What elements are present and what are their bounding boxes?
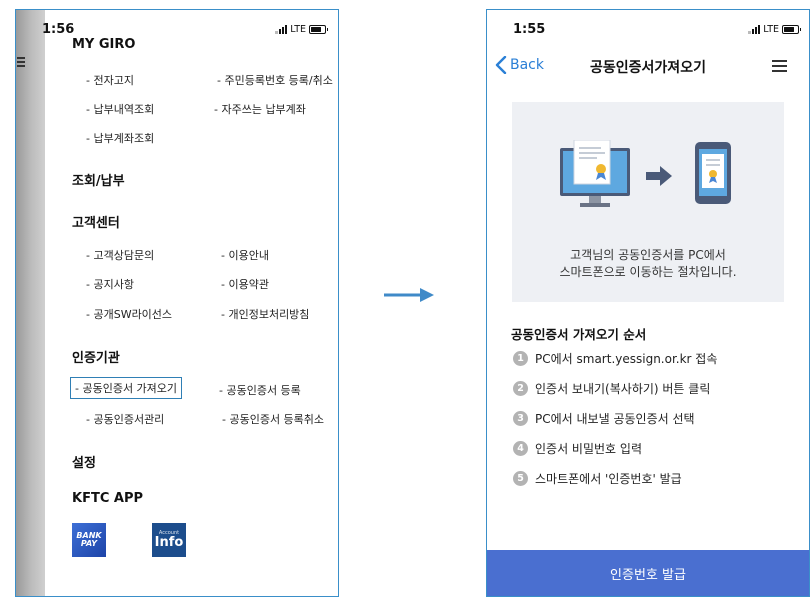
right-arrow-icon xyxy=(384,288,434,302)
menu-item-usage-guide[interactable]: - 이용안내 xyxy=(221,249,269,262)
step-number: 1 xyxy=(513,351,528,366)
step-text: 인증서 비밀번호 입력 xyxy=(535,442,642,456)
section-title-settings[interactable]: 설정 xyxy=(72,456,96,471)
menu-item-account-lookup[interactable]: - 납부계좌조회 xyxy=(86,132,155,145)
menu-item-payment-history[interactable]: - 납부내역조회 xyxy=(86,103,155,116)
accountinfo-main-label: Info xyxy=(154,535,184,550)
step-number: 4 xyxy=(513,441,528,456)
menu-item-notices[interactable]: - 공지사항 xyxy=(86,278,134,291)
step-item: 3 PC에서 내보낼 공동인증서 선택 xyxy=(513,410,695,427)
issue-auth-number-button[interactable]: 인증번호 발급 xyxy=(487,550,809,596)
step-item: 1 PC에서 smart.yessign.or.kr 접속 xyxy=(513,350,717,367)
accountinfo-app-icon[interactable]: Account Info xyxy=(152,523,186,557)
battery-icon xyxy=(309,25,328,34)
status-time: 1:55 xyxy=(513,22,546,37)
back-label: Back xyxy=(510,57,544,73)
step-text: 인증서 보내기(복사하기) 버튼 클릭 xyxy=(535,382,711,396)
right-phone-screen: 1:55 LTE Back 공동인증서가져오기 xyxy=(486,9,810,597)
section-title-kftc-app: KFTC APP xyxy=(72,491,144,506)
illustration-text-line-1: 고객님의 공동인증서를 PC에서 xyxy=(570,248,726,262)
section-title-certificate-authority: 인증기관 xyxy=(72,351,120,366)
menu-item-privacy-policy[interactable]: - 개인정보처리방침 xyxy=(221,308,310,321)
page-title: 공동인증서가져오기 xyxy=(590,60,706,76)
menu-item-open-source-license[interactable]: - 공개SW라이선스 xyxy=(86,308,173,321)
menu-item-import-certificate[interactable]: - 공동인증서 가져오기 xyxy=(70,377,183,399)
menu-item-unregister-certificate[interactable]: - 공동인증서 등록취소 xyxy=(222,413,325,426)
step-text: PC에서 내보낼 공동인증서 선택 xyxy=(535,412,695,426)
menu-item-resident-number[interactable]: - 주민등록번호 등록/취소 xyxy=(217,74,333,87)
menu-item-terms[interactable]: - 이용약관 xyxy=(221,278,269,291)
step-number: 5 xyxy=(513,471,528,486)
back-button[interactable]: Back xyxy=(495,56,544,74)
menu-item-manage-certificate[interactable]: - 공동인증서관리 xyxy=(86,413,165,426)
menu-icon[interactable] xyxy=(17,57,25,67)
network-label: LTE xyxy=(763,24,779,35)
step-number: 2 xyxy=(513,381,528,396)
menu-item-customer-inquiry[interactable]: - 고객상담문의 xyxy=(86,249,155,262)
illustration-text-line-2: 스마트폰으로 이동하는 절차입니다. xyxy=(559,265,737,279)
signal-icon xyxy=(748,25,761,34)
status-icons: LTE xyxy=(275,24,328,35)
step-item: 4 인증서 비밀번호 입력 xyxy=(513,440,642,457)
chevron-left-icon xyxy=(495,56,507,74)
section-title-my-giro: MY GIRO xyxy=(72,37,136,52)
accountinfo-top-label: Account xyxy=(158,530,180,536)
pc-to-phone-illustration xyxy=(560,140,731,207)
navigation-bar: Back 공동인증서가져오기 xyxy=(487,52,809,82)
battery-icon xyxy=(782,25,801,34)
network-label: LTE xyxy=(290,24,306,35)
section-title-customer-center: 고객센터 xyxy=(72,216,120,231)
status-time: 1:56 xyxy=(42,22,75,37)
illustration-description: 고객님의 공동인증서를 PC에서 스마트폰으로 이동하는 절차입니다. xyxy=(512,247,784,281)
bankpay-app-icon[interactable]: BANK PAY xyxy=(72,523,106,557)
hamburger-menu-icon[interactable] xyxy=(772,60,787,72)
illustration-panel: 고객님의 공동인증서를 PC에서 스마트폰으로 이동하는 절차입니다. xyxy=(512,102,784,302)
step-item: 5 스마트폰에서 '인증번호' 발급 xyxy=(513,470,682,487)
menu-item-register-certificate[interactable]: - 공동인증서 등록 xyxy=(219,384,301,397)
left-phone-screen: 1:56 LTE MY GIRO - 전자고지 - 주민등록번호 등록/취소 -… xyxy=(15,9,339,597)
status-icons: LTE xyxy=(748,24,801,35)
menu-item-frequent-account[interactable]: - 자주쓰는 납부계좌 xyxy=(214,103,306,116)
step-text: PC에서 smart.yessign.or.kr 접속 xyxy=(535,352,718,366)
menu-item-e-notice[interactable]: - 전자고지 xyxy=(86,74,134,87)
signal-icon xyxy=(275,25,288,34)
step-text: 스마트폰에서 '인증번호' 발급 xyxy=(535,472,682,486)
overlay-strip xyxy=(16,10,45,596)
step-item: 2 인증서 보내기(복사하기) 버튼 클릭 xyxy=(513,380,710,397)
step-number: 3 xyxy=(513,411,528,426)
steps-title: 공동인증서 가져오기 순서 xyxy=(511,327,647,342)
section-title-inquiry-payment[interactable]: 조회/납부 xyxy=(72,174,125,189)
